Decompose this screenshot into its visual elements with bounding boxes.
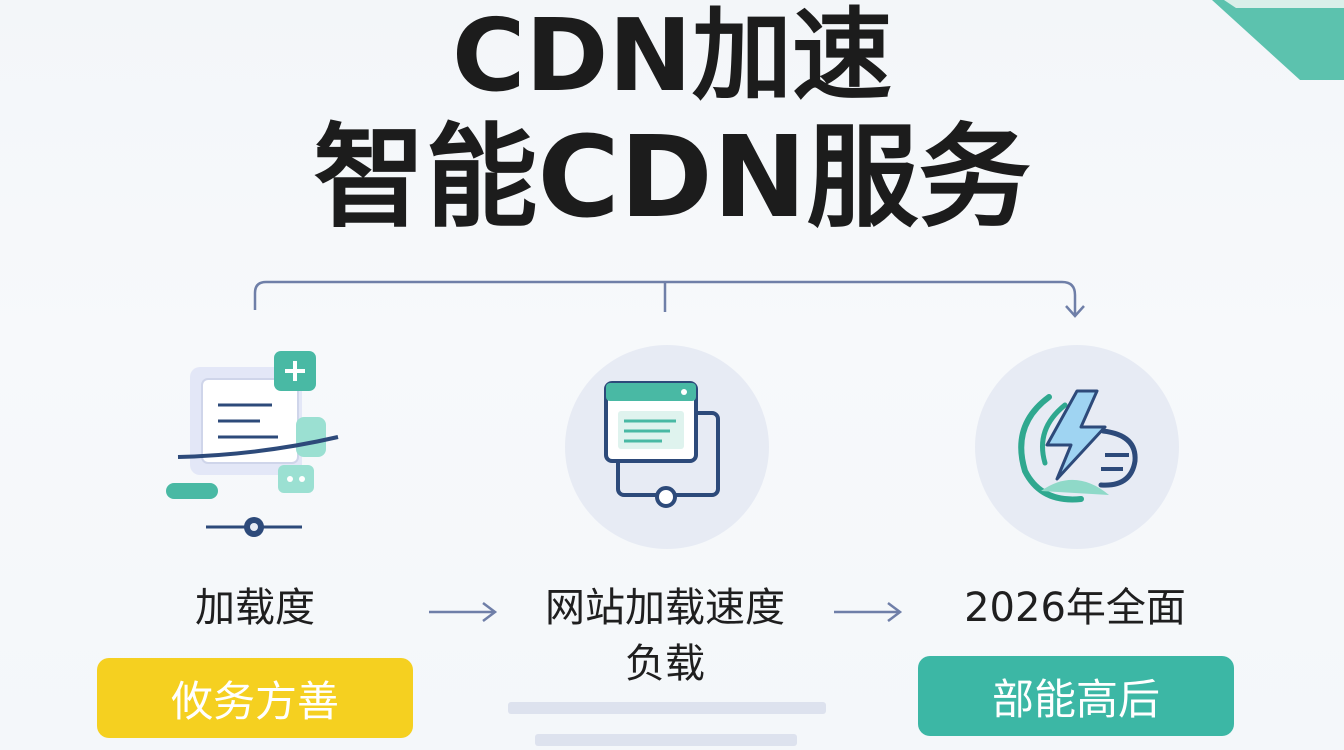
arrow-right-icon bbox=[429, 602, 498, 622]
step-1-label: 加载度 bbox=[195, 585, 315, 631]
step-2-label-line1: 网站加载速度 bbox=[545, 585, 785, 631]
placeholder-bar bbox=[535, 734, 797, 746]
main-title: CDN加速 bbox=[451, 0, 893, 114]
corner-decoration bbox=[1212, 0, 1344, 80]
browser-windows-icon bbox=[604, 381, 720, 508]
step-2-label: 网站加载速度 负载 bbox=[505, 580, 825, 692]
step-2-label-line2: 负载 bbox=[625, 641, 705, 687]
lightning-globe-icon bbox=[1018, 389, 1138, 503]
arrow-right-icon bbox=[834, 602, 903, 622]
placeholder-bar bbox=[508, 702, 826, 714]
left-action-button[interactable]: 攸务方善 bbox=[97, 658, 413, 738]
main-subtitle: 智能CDN服务 bbox=[313, 113, 1031, 243]
right-action-button[interactable]: 部能高后 bbox=[918, 656, 1234, 736]
document-slider-icon bbox=[166, 351, 339, 537]
bracket-connector bbox=[253, 280, 1085, 318]
step-3-label: 2026年全面 bbox=[964, 585, 1186, 631]
